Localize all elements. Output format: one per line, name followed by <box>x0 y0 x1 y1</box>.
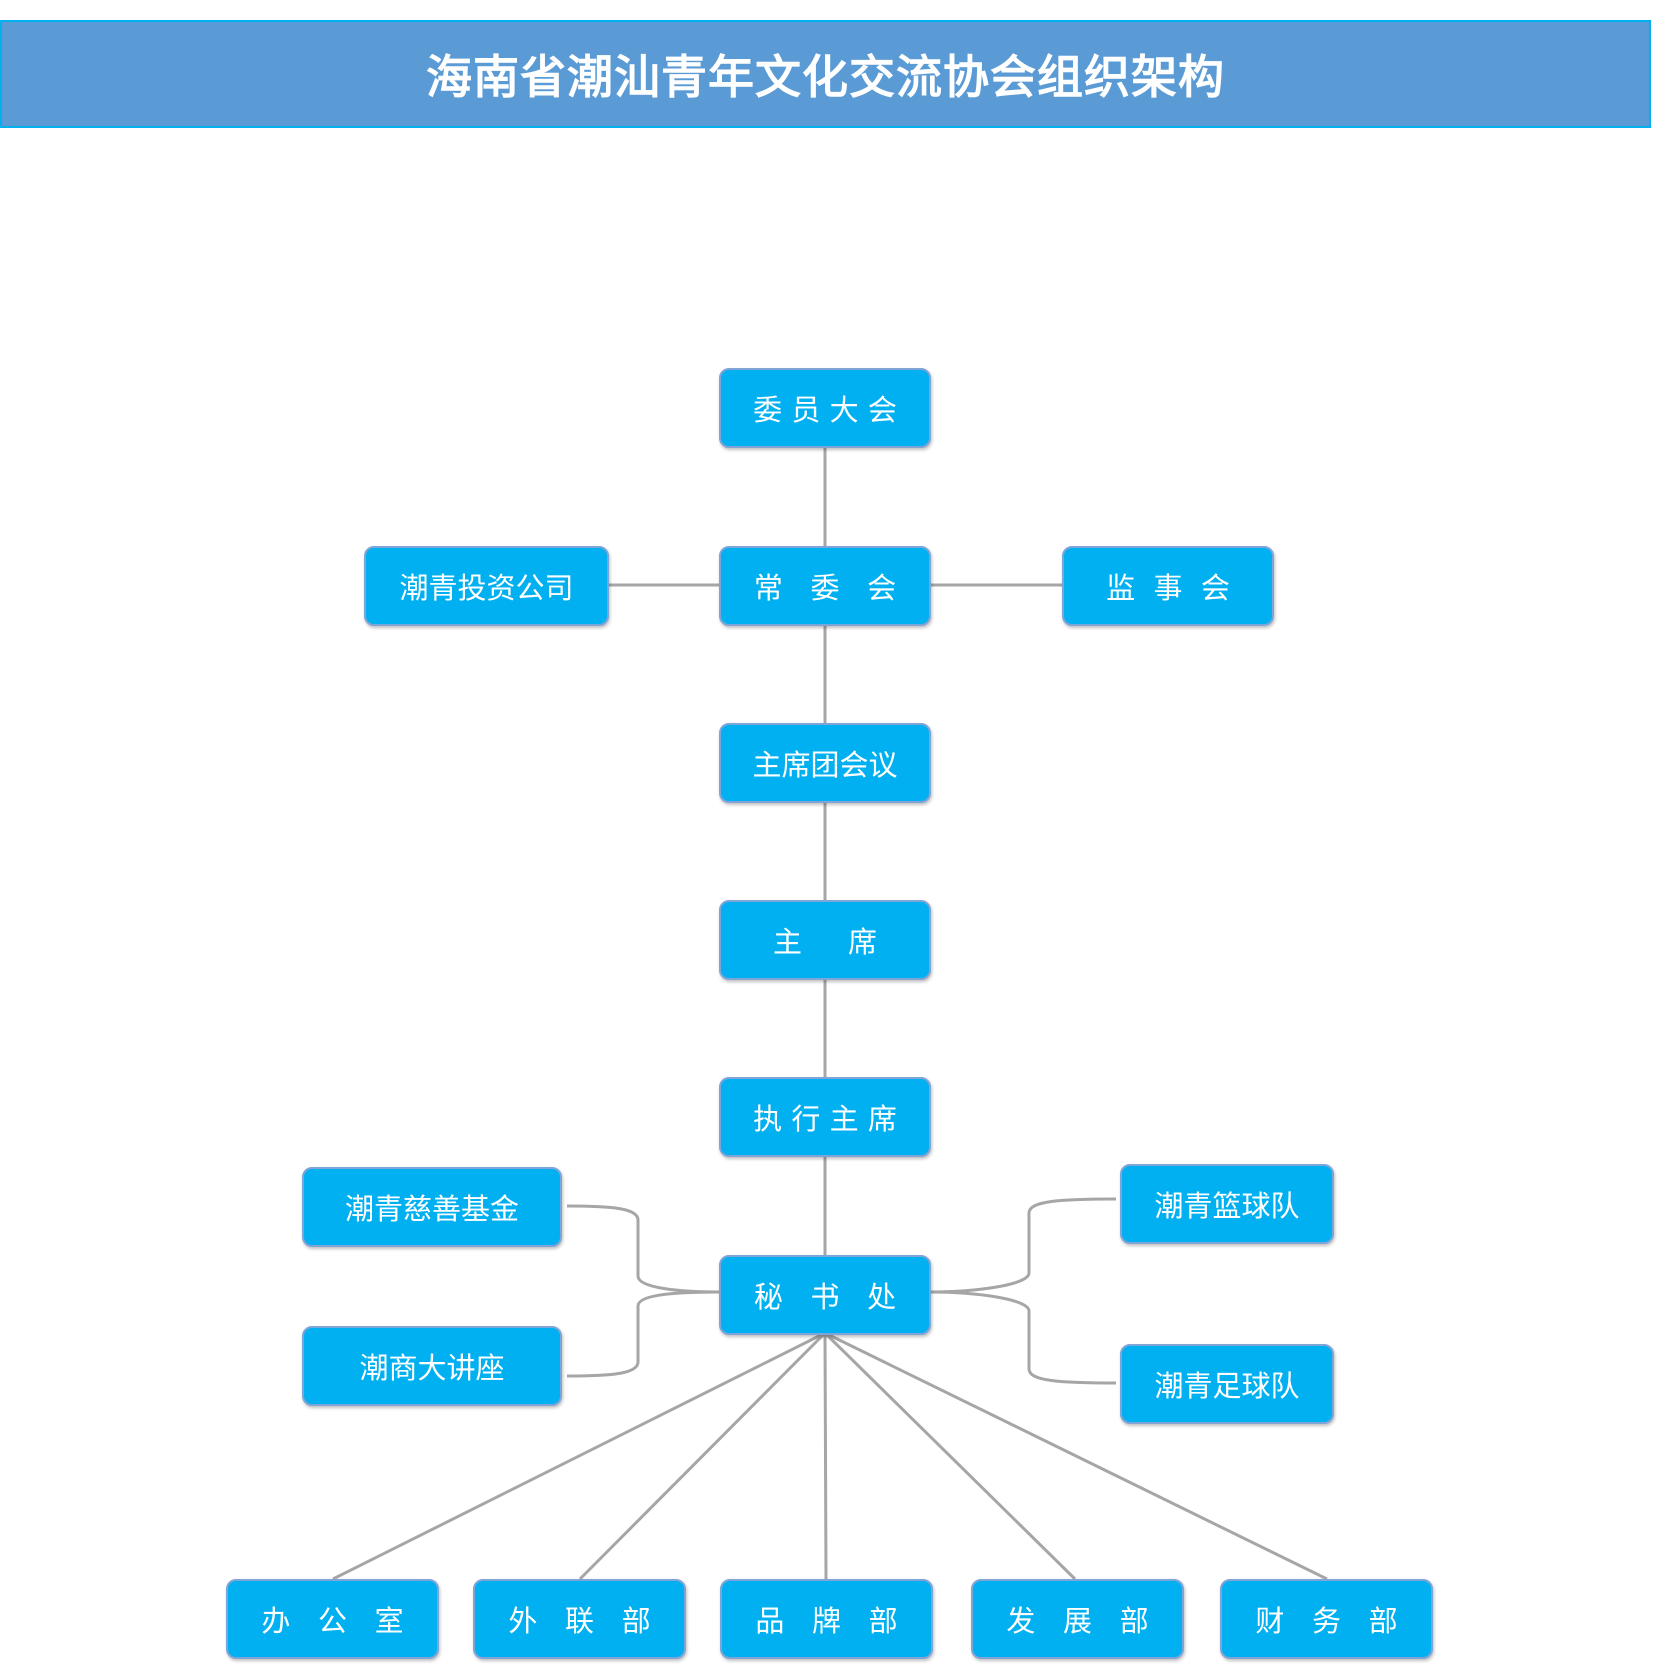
connector-mishu-cishan <box>566 1204 720 1294</box>
node-changweihui: 常 委 会 <box>719 546 931 626</box>
connector-mishu-fazhan <box>823 1331 1077 1581</box>
connector-mishu-jiangzuo <box>566 1290 720 1378</box>
connector-mishu-caiwu <box>824 1331 1328 1581</box>
node-pinpaibu: 品 牌 部 <box>720 1579 933 1659</box>
node-bangongshi: 办 公 室 <box>226 1579 439 1659</box>
node-zhuxi: 主 席 <box>719 900 931 980</box>
node-cishan-jijin: 潮青慈善基金 <box>302 1167 562 1247</box>
node-wailianbu: 外 联 部 <box>473 1579 686 1659</box>
title-banner: 海南省潮汕青年文化交流协会组织架构 <box>0 20 1651 128</box>
connector-mishu-bangong <box>332 1331 826 1581</box>
node-mishuchu: 秘 书 处 <box>719 1255 931 1335</box>
node-touzi-gongsi: 潮青投资公司 <box>364 546 609 626</box>
node-weiyuan-dahui: 委 员 大 会 <box>719 368 931 448</box>
connector-mishu-wailian <box>578 1331 827 1581</box>
node-lanqiudui: 潮青篮球队 <box>1120 1164 1334 1244</box>
node-zuqiudui: 潮青足球队 <box>1120 1344 1334 1424</box>
connector-mishu-pinpai <box>823 1332 828 1580</box>
node-zhuxituan-huiyi: 主席团会议 <box>719 723 931 803</box>
connector-mishu-zuqiu <box>930 1290 1117 1385</box>
node-caiwubu: 财 务 部 <box>1220 1579 1433 1659</box>
connector-mishu-lanqiu <box>930 1197 1117 1294</box>
node-dajiangzuo: 潮商大讲座 <box>302 1326 562 1406</box>
node-fazhanbu: 发 展 部 <box>971 1579 1184 1659</box>
node-jianshihui: 监 事 会 <box>1062 546 1274 626</box>
node-zhixing-zhuxi: 执 行 主 席 <box>719 1077 931 1157</box>
page-title: 海南省潮汕青年文化交流协会组织架构 <box>426 50 1225 104</box>
